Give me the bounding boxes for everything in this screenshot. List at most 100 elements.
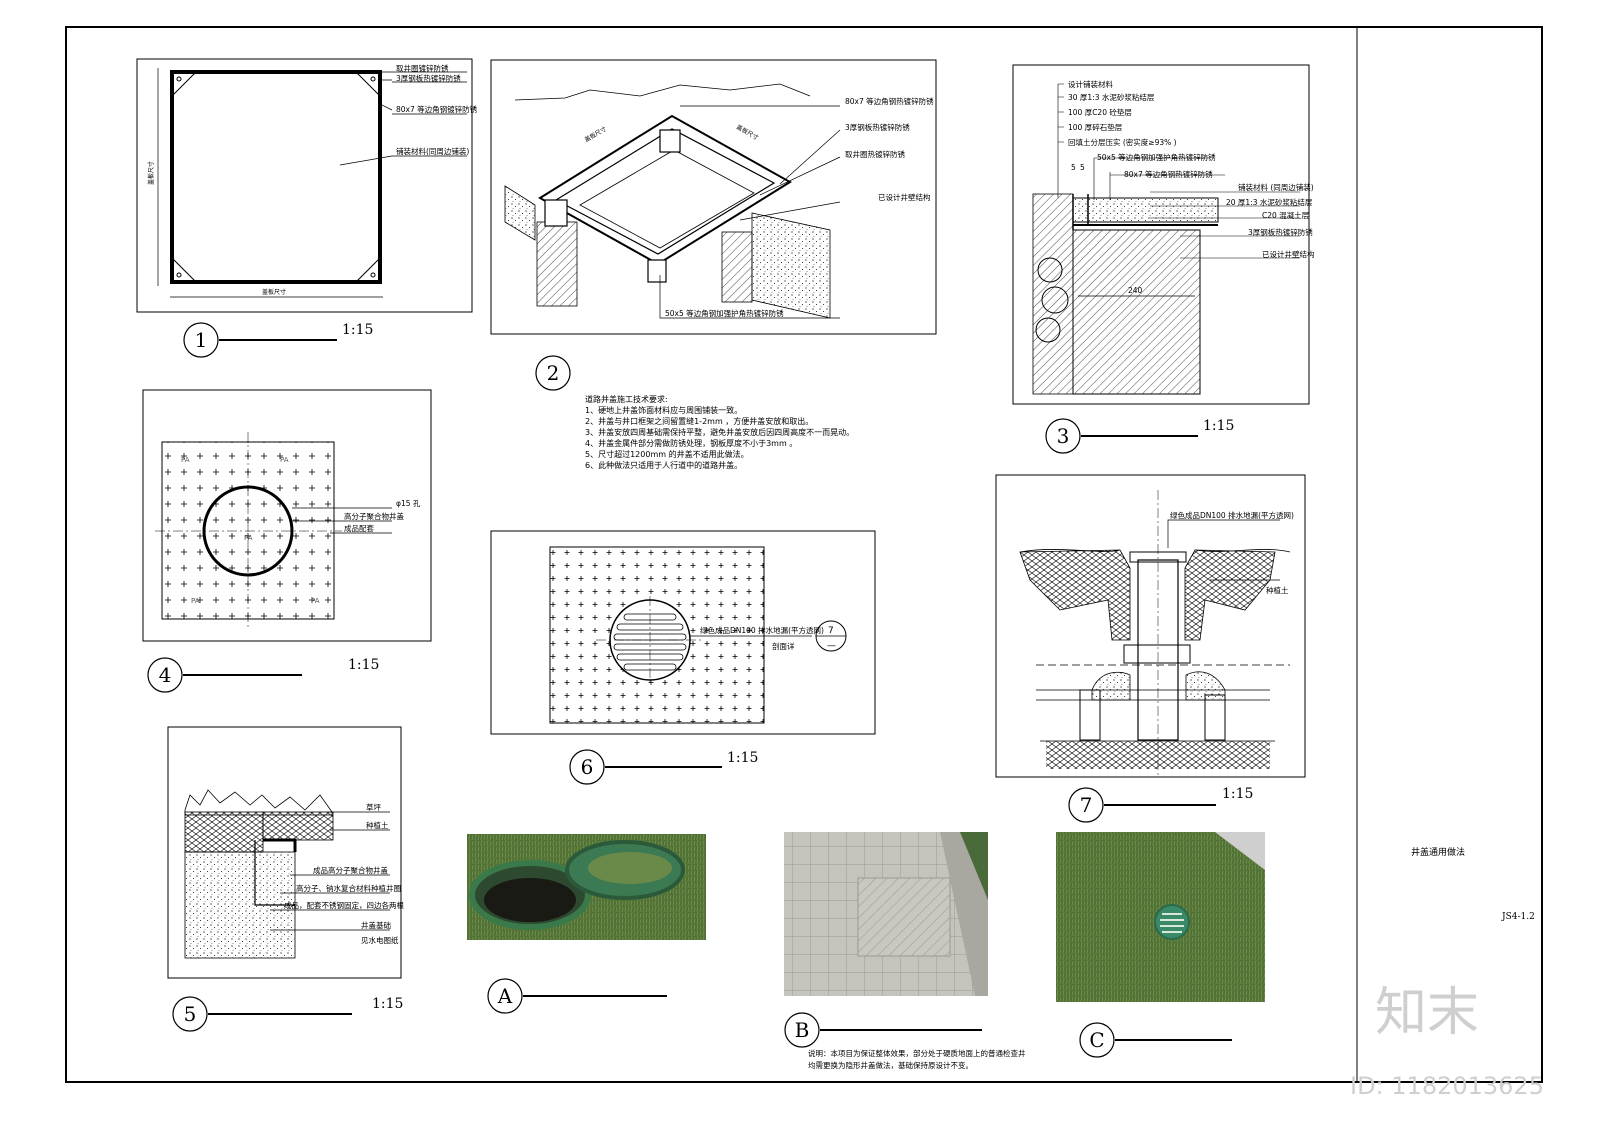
d4-label-1: φ15 孔	[396, 499, 421, 508]
detail-6-callout	[569, 749, 605, 785]
d3-label-1: 设计铺装材料	[1068, 79, 1113, 89]
d3-label-10: C20 混凝土层	[1262, 210, 1310, 220]
d2-label-1: 80x7 等边角钢热镀锌防锈	[845, 96, 934, 106]
detail-4-scale: 1:15	[348, 657, 379, 673]
d4-label-3: 成品配套	[344, 523, 374, 533]
detail-3-scale: 1:15	[1203, 418, 1234, 434]
notes-title: 道路井盖施工技术要求:	[585, 395, 668, 404]
d2-dim-b: 盖板尺寸	[735, 123, 760, 142]
detail-4	[142, 389, 432, 693]
detail-5-callout	[172, 996, 208, 1032]
d3-label-4: 100 厚碎石垫层	[1068, 122, 1123, 132]
d5-label-3: 成品高分子聚合物井盖	[313, 865, 388, 875]
sheet-title: 井盖通用做法	[1411, 846, 1465, 858]
drawing-number: JS4-1.2	[1501, 912, 1535, 922]
d3-label-11: 3厚钢板热镀锌防锈	[1248, 227, 1313, 237]
photo-a-callout	[487, 978, 523, 1014]
watermark-id: ID: 1182013625	[1350, 1072, 1544, 1100]
photo-c-letter: C	[1089, 1028, 1104, 1052]
d5-label-4: 高分子、钠水复合材料种植井圈	[296, 883, 401, 893]
detail-1-callout	[183, 322, 219, 358]
d6-label-2: 剖面详	[772, 641, 795, 651]
detail-5-number: 5	[184, 1002, 197, 1026]
d4-tag-5: PA	[311, 597, 320, 605]
detail-7	[995, 474, 1306, 823]
detail-2	[490, 59, 937, 391]
photo-b-letter: B	[795, 1018, 810, 1042]
note-4: 4、井盖金属件部分需做防锈处理，钢板厚度不小于3mm 。	[585, 439, 798, 448]
d5-label-6: 井盖基础	[361, 920, 391, 930]
detail-3	[1012, 64, 1310, 454]
detail-6	[490, 530, 876, 785]
photo-a	[467, 834, 706, 1014]
d3-label-3: 100 厚C20 砼垫层	[1068, 107, 1132, 117]
note-1: 1、硬地上井盖饰面材料应与周围铺装一致。	[585, 406, 743, 415]
photo-c-callout	[1079, 1022, 1115, 1058]
detail-4-callout	[147, 657, 183, 693]
d3-label-2: 30 厚1:3 水泥砂浆粘结层	[1068, 92, 1155, 102]
detail-3-callout	[1045, 418, 1081, 454]
sheet-border	[65, 26, 1543, 1083]
detail-7-scale: 1:15	[1222, 786, 1253, 802]
photo-c	[1056, 832, 1265, 1058]
d3-label-8: 铺装材料 (同周边铺装)	[1238, 182, 1314, 192]
detail-5	[167, 726, 402, 1032]
d1-label-1: 取井圈镀锌防锈	[396, 63, 449, 73]
detail-1-scale: 1:15	[342, 322, 373, 338]
d6-callout-top: 7	[828, 626, 834, 636]
detail-2-number: 2	[547, 361, 560, 385]
d5-label-5: 成品，配套不锈钢固定，四边各两根	[284, 900, 404, 910]
d5-label-1: 草坪	[366, 802, 381, 812]
d4-tag-4: PA	[191, 597, 200, 605]
d4-tag-3: PA	[244, 534, 253, 542]
detail-2-notes: 道路井盖施工技术要求: 1、硬地上井盖饰面材料应与周围铺装一致。 2、井盖与井口…	[585, 394, 854, 471]
pb-note-1: 说明：本项目为保证整体效果，部分处于硬质地面上的普通检查井	[808, 1048, 1026, 1058]
detail-7-callout	[1068, 787, 1104, 823]
d3-label-7: 80x7 等边角钢热镀锌防锈	[1124, 169, 1213, 179]
d3-dim-width: 240	[1128, 286, 1143, 295]
detail-7-number: 7	[1080, 793, 1093, 817]
d2-label-2: 3厚钢板热镀锌防锈	[845, 122, 910, 132]
detail-5-scale: 1:15	[372, 996, 403, 1012]
d4-tag-1: PA	[181, 456, 190, 464]
d2-label-3: 取井圈热镀锌防锈	[845, 149, 905, 159]
d7-label-2: 种植土	[1266, 585, 1289, 595]
d1-dim-vertical: 盖板尺寸	[147, 161, 155, 185]
d3-label-5: 回填土分层压实 (密实度≥93% )	[1068, 137, 1177, 147]
detail-1-number: 1	[195, 328, 208, 352]
d3-label-12: 已设计井壁结构	[1262, 249, 1315, 259]
d5-label-7: 见水电图纸	[361, 935, 399, 945]
d2-label-5: 50x5 等边角钢加强护角热镀锌防锈	[665, 308, 784, 318]
detail-2-callout	[535, 355, 571, 391]
d4-label-2: 高分子聚合物井盖	[344, 511, 404, 521]
watermark-logo: 知末	[1375, 983, 1479, 1043]
d1-dim-horizontal: 盖板尺寸	[262, 288, 286, 296]
detail-4-number: 4	[159, 663, 172, 687]
note-2: 2、井盖与井口框架之间留置缝1-2mm ，方便井盖安放和取出。	[585, 417, 814, 426]
d7-label-1: 绿色成品DN100 排水地漏(平方透网)	[1170, 510, 1294, 520]
photo-b	[784, 832, 988, 1048]
d1-label-2: 3厚钢板热镀锌防锈	[396, 73, 461, 83]
photo-b-callout	[784, 1012, 820, 1048]
d6-label-1: 绿色成品DN100 排水地漏(平方透网)	[700, 625, 824, 635]
photo-a-letter: A	[497, 984, 513, 1008]
d3-label-9: 20 厚1:3 水泥砂浆粘结层	[1226, 197, 1313, 207]
d5-label-2: 种植土	[366, 820, 389, 830]
d3-label-6: 50x5 等边角钢加强护角热镀锌防锈	[1097, 152, 1216, 162]
note-5: 5、尺寸超过1200mm 的井盖不适用此做法。	[585, 450, 749, 459]
d2-label-4: 已设计井壁结构	[878, 192, 931, 202]
note-6: 6、此种做法只适用于人行道中的道路井盖。	[585, 461, 743, 470]
d4-tag-2: PA	[280, 456, 289, 464]
d1-label-4: 铺装材料(同周边铺装)	[396, 146, 469, 156]
d3-dim-small-2: 5	[1080, 163, 1085, 172]
d2-dim-a: 盖板尺寸	[583, 125, 608, 144]
d6-callout-bottom: —	[827, 641, 836, 651]
pb-note-2: 均需更换为隐形井盖做法，基础保持原设计不变。	[808, 1060, 973, 1070]
note-3: 3、井盖安放四周基础需保持平整，避免井盖安放后因四周高度不一而晃动。	[585, 428, 855, 437]
detail-6-scale: 1:15	[727, 750, 758, 766]
d1-label-3: 80x7 等边角钢镀锌防锈	[396, 104, 478, 114]
d3-dim-small: 5	[1071, 163, 1076, 172]
detail-1	[136, 58, 473, 358]
detail-3-number: 3	[1057, 424, 1070, 448]
